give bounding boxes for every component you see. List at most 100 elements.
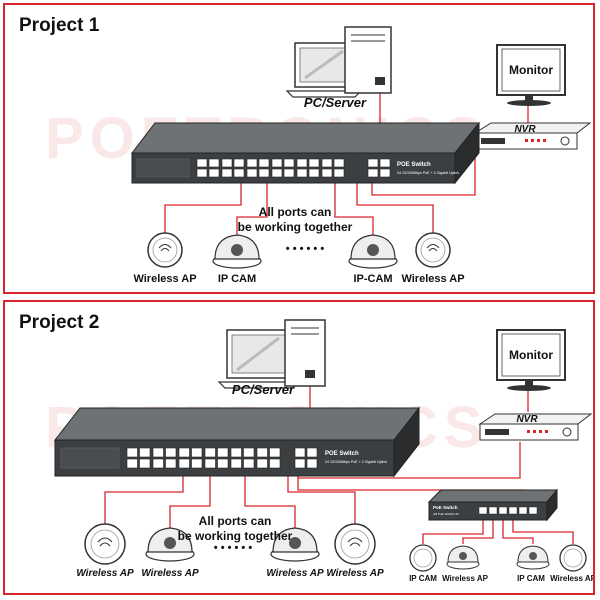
- pc-server-label: PC/Server: [303, 95, 367, 110]
- switch-port: [165, 458, 177, 469]
- device-label: Wireless AP: [133, 273, 197, 285]
- project-1-diagram: POE Switch 24 10/100Mbps PoE + 2 Gigabit…: [130, 26, 592, 269]
- dome-camera-icon: [446, 545, 480, 570]
- switch-port: [283, 158, 295, 168]
- dome-camera-icon: [212, 234, 262, 269]
- switch-port: [191, 447, 203, 458]
- monitor-label: Monitor: [509, 63, 553, 77]
- ellipsis: • • • • • •: [285, 243, 325, 255]
- poe-switch-24: POE Switch 24 10/100Mbps PoE + 2 Gigabit…: [53, 406, 421, 478]
- small-switch-subtitle: 4/8 PoE 10/100 UP: [433, 512, 459, 516]
- switch-port: [243, 447, 255, 458]
- wireless-ap-icon: [409, 544, 437, 572]
- project-1-title: Project 1: [19, 15, 100, 36]
- switch-port: [152, 447, 164, 458]
- cable-small-ap-2: [512, 520, 574, 544]
- wireless-ap-icon: [84, 523, 126, 565]
- switch-port: [243, 458, 255, 469]
- switch-port: [196, 168, 208, 178]
- switch-port: [139, 447, 151, 458]
- dome-camera-icon: [270, 527, 320, 562]
- switch-port: [230, 447, 242, 458]
- switch-port: [196, 158, 208, 168]
- monitor-label: Monitor: [509, 348, 553, 362]
- project-1-panel: POETRONICS Project 1: [3, 3, 595, 294]
- switch-port: [217, 458, 229, 469]
- wireless-ap-icon: [334, 523, 376, 565]
- switch-port: [269, 458, 281, 469]
- device-label: Wireless AP: [141, 568, 199, 579]
- switch-port: [233, 158, 245, 168]
- small-switch-title: PoE Switch: [433, 505, 458, 510]
- switch-port: [208, 158, 220, 168]
- switch-port: [321, 158, 333, 168]
- switch-port: [178, 458, 190, 469]
- switch-port: [258, 158, 270, 168]
- switch-port: [256, 447, 268, 458]
- cable-cam-right: [334, 181, 374, 235]
- switch-port: [269, 447, 281, 458]
- switch-port: [217, 447, 229, 458]
- switch-port: [233, 168, 245, 178]
- project-2-diagram: POE Switch 24 10/100Mbps PoE + 2 Gigabit…: [53, 319, 593, 572]
- cable-ap-right: [356, 181, 434, 233]
- switch-port: [165, 447, 177, 458]
- nvr-label: NVR: [514, 124, 536, 135]
- switch-subtitle: 24 10/100Mbps PoE + 2 Gigabit Uplink: [325, 460, 387, 464]
- note: All ports can be working together: [238, 205, 353, 235]
- switch-title: POE Switch: [325, 451, 359, 457]
- switch-port: [308, 168, 320, 178]
- cable-ap-1: [104, 476, 184, 524]
- cable-ap-3: [244, 476, 296, 528]
- switch-port: [152, 458, 164, 469]
- poe-switch-small: PoE Switch 4/8 PoE 10/100 UP: [427, 488, 559, 522]
- device-label: Wireless AP: [442, 574, 488, 583]
- switch-port: [246, 168, 258, 178]
- cable-ap-4: [287, 476, 356, 524]
- dome-camera-icon: [145, 527, 195, 562]
- switch-port: [230, 458, 242, 469]
- switch-port: [204, 458, 216, 469]
- cable-cam-left: [236, 181, 268, 235]
- switch-port: [321, 168, 333, 178]
- switch-port: [126, 458, 138, 469]
- switch-port: [139, 458, 151, 469]
- switch-port: [256, 458, 268, 469]
- switch-title: POE Switch: [397, 162, 431, 168]
- dome-camera-icon: [516, 545, 550, 570]
- wireless-ap-icon: [415, 232, 451, 268]
- device-label: Wireless AP: [326, 568, 384, 579]
- switch-port: [246, 158, 258, 168]
- switch-port: [333, 158, 345, 168]
- poe-switch-24: POE Switch 24 10/100Mbps PoE + 2 Gigabit…: [130, 121, 481, 185]
- switch-subtitle: 24 10/100Mbps PoE + 2 Gigabit Uplink: [397, 171, 459, 175]
- monitor: [496, 44, 566, 106]
- device-label: IP CAM: [217, 273, 257, 285]
- switch-port: [191, 458, 203, 469]
- project-2-title: Project 2: [19, 312, 100, 333]
- note-line-2: be working together: [237, 220, 353, 234]
- note-line-1: All ports can: [258, 205, 332, 219]
- cable-ap-left: [164, 181, 242, 233]
- switch-port: [296, 168, 308, 178]
- cable-small-cam-2: [502, 520, 534, 544]
- nvr: [478, 413, 593, 441]
- pc-server: [285, 26, 392, 98]
- switch-port: [258, 168, 270, 178]
- switch-port: [333, 168, 345, 178]
- device-label: Wireless AP: [76, 568, 134, 579]
- device-label: IP CAM: [409, 574, 437, 583]
- project-2-panel: POETRONICS Project 2: [3, 300, 595, 595]
- device-label: Wireless AP: [266, 568, 324, 579]
- device-label: IP CAM: [517, 574, 545, 583]
- switch-port: [271, 168, 283, 178]
- ellipsis: • • • • • •: [213, 542, 253, 554]
- switch-port: [208, 168, 220, 178]
- monitor: [496, 329, 566, 391]
- switch-port: [283, 168, 295, 178]
- pc-server: [217, 319, 326, 389]
- cable-ap-2: [169, 476, 211, 528]
- switch-port: [178, 447, 190, 458]
- cable-small-cam-1: [422, 520, 484, 544]
- switch-port: [271, 158, 283, 168]
